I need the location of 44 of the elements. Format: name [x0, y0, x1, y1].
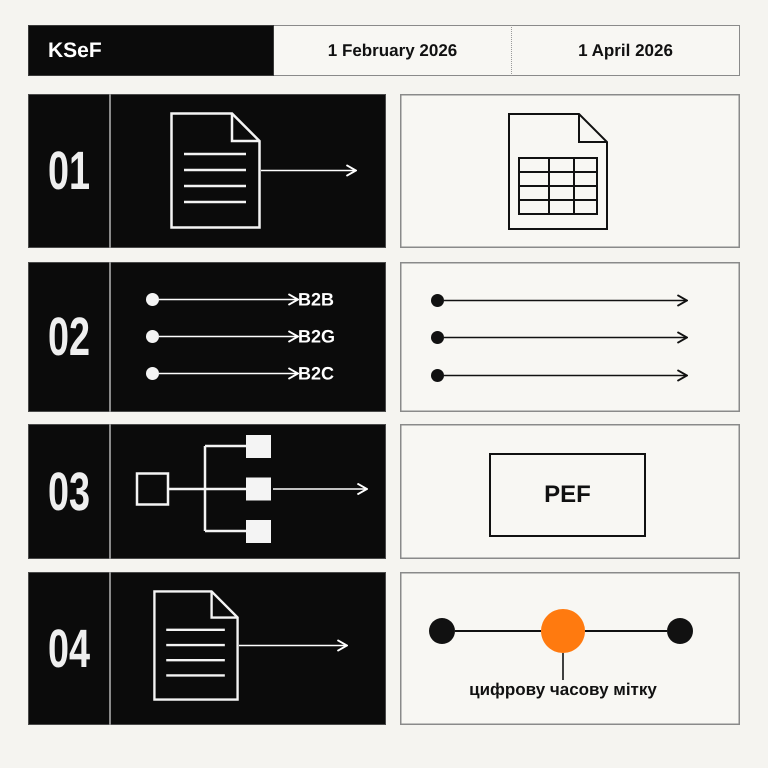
arrow: [444, 331, 688, 344]
row-number: 04: [48, 622, 90, 676]
leader-line: [562, 653, 564, 680]
row-number: 01: [48, 144, 90, 198]
caption-label: цифрову часову мітку: [469, 680, 657, 700]
category-label: B2B: [298, 289, 334, 310]
content-panel: [400, 262, 740, 412]
row-panel: [28, 94, 386, 248]
content-panel: [400, 424, 740, 559]
dot-icon: [541, 609, 585, 653]
connector-line: [455, 630, 541, 632]
arrow: [261, 164, 357, 177]
dot-icon: [431, 294, 444, 307]
header-cell: 1 April 2026: [512, 25, 740, 76]
category-label: B2G: [298, 326, 336, 347]
header-cell: KSeF: [28, 25, 274, 76]
dot-icon: [146, 330, 159, 343]
dot-icon: [667, 618, 693, 644]
row-panel: [28, 262, 386, 412]
document-icon: [170, 112, 261, 229]
document-icon: [153, 590, 239, 701]
dot-icon: [429, 618, 455, 644]
arrow: [159, 293, 299, 306]
dot-icon: [146, 293, 159, 306]
row-number: 03: [48, 464, 90, 518]
row-panel: [28, 424, 386, 559]
row-number: 02: [48, 310, 90, 364]
dot-icon: [431, 369, 444, 382]
arrow: [444, 294, 688, 307]
header-cell: 1 February 2026: [274, 25, 512, 76]
category-label: B2C: [298, 363, 334, 384]
arrow: [444, 369, 688, 382]
content-panel: [400, 94, 740, 248]
arrow: [159, 330, 299, 343]
arrow: [159, 367, 299, 380]
content-panel: [400, 572, 740, 725]
dot-icon: [431, 331, 444, 344]
connector-line: [585, 630, 667, 632]
arrow: [239, 639, 348, 652]
text-box: PEF: [489, 453, 646, 537]
dot-icon: [146, 367, 159, 380]
hierarchy-icon: [135, 434, 273, 544]
row-panel: [28, 572, 386, 725]
arrow: [273, 482, 368, 496]
